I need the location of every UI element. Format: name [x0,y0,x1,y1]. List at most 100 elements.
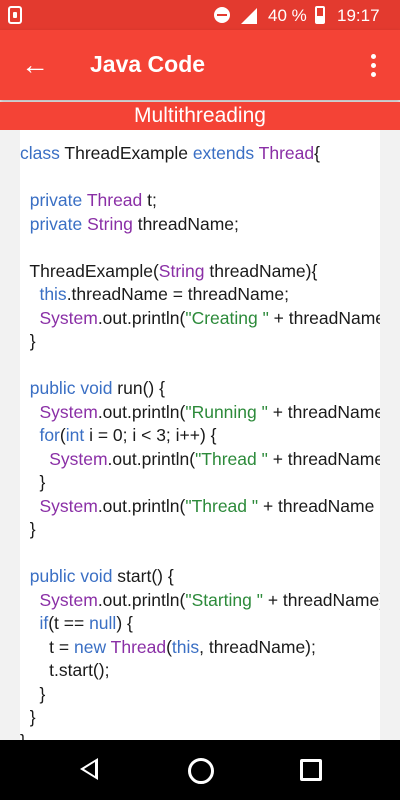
code-token: if [39,613,49,633]
nav-home-icon[interactable] [188,758,214,784]
code-token: Thread [110,636,167,657]
code-line: System.out.println("Thread " + threadNam… [20,495,380,519]
more-vert-icon[interactable] [358,48,388,82]
code-token: "Thread " [195,448,268,469]
code-line: } [20,706,380,730]
code-token: for [39,425,60,445]
code-token: + threadName + " exiting."); [262,495,380,516]
code-token: .out.println( [107,448,196,469]
code-token: ( [59,425,66,445]
code-token: threadName){ [209,260,318,281]
code-token: .out.println( [97,589,186,610]
code-token: this [39,284,67,304]
code-line: private Thread t; [20,189,380,213]
code-token: int [65,425,90,445]
code-line: this.threadName = threadName; [20,283,380,307]
code-token: ) { [116,613,133,633]
code-token [20,425,39,445]
code-token: extends [192,143,259,163]
notification-icon [8,6,22,24]
code-token: "Starting " [185,589,263,610]
code-token: .out.println( [97,401,186,422]
code-token: + threadName); [262,589,380,610]
app-bar: ← Java Code [0,30,400,100]
code-token: Thread [86,190,148,210]
code-token: } [20,683,46,704]
code-token: (t == [48,613,90,633]
code-token: new [73,636,111,657]
nav-back-icon[interactable] [80,758,98,780]
code-viewer[interactable]: class ThreadExample extends Thread{ priv… [20,130,380,740]
code-token: } [20,731,26,741]
code-line: ThreadExample(String threadName){ [20,260,380,284]
code-token [20,590,39,610]
code-line: t = new Thread(this, threadName); [20,636,380,660]
code-token: System [39,401,98,422]
code-token: ThreadExample [64,143,193,163]
status-bar: 40 % 19:17 [0,0,400,30]
do-not-disturb-icon [214,7,230,23]
code-line: } [20,330,380,354]
code-token: private [29,190,87,210]
code-token: } [20,707,36,727]
code-line: for(int i = 0; i < 3; i++) { [20,424,380,448]
code-token: t = [20,636,74,657]
code-token: i = 0; i < 3; i++) { [89,425,217,445]
code-line: t.start(); [20,659,380,683]
code-token [20,308,39,328]
code-line: System.out.println("Thread " + threadNam… [20,448,380,472]
code-token: System [49,448,108,469]
code-token: String [158,260,210,281]
code-token: start() { [117,566,174,586]
page-title: Java Code [90,51,206,77]
code-line [20,236,380,260]
code-line: public void start() { [20,565,380,589]
code-token: private [29,213,88,234]
code-token: class [20,143,65,163]
code-line: System.out.println("Creating " + threadN… [20,307,380,331]
code-token: } [20,472,46,492]
code-token: System [39,589,98,610]
code-token: , threadName); [199,636,316,657]
nav-recents-icon[interactable] [300,759,322,781]
code-line: class ThreadExample extends Thread{ [20,142,380,166]
code-token: .threadName = threadName; [66,284,289,304]
code-token: "Thread " [185,495,259,516]
code-token [20,566,30,586]
code-token: t.start(); [20,660,110,680]
code-line: public void run() { [20,377,380,401]
code-token [20,284,39,304]
code-token [20,214,30,234]
arrow-back-icon[interactable]: ← [21,49,49,80]
code-line: } [20,471,380,495]
battery-icon [315,6,325,24]
navigation-bar [0,740,400,800]
code-token: } [20,331,36,351]
code-token: Thread [258,143,315,163]
code-token: run() { [117,378,165,398]
code-token: "Running " [185,401,268,422]
code-line: } [20,730,380,741]
code-token: { [314,143,320,163]
code-token: ( [166,636,172,657]
clock: 19:17 [337,6,380,25]
code-token [20,190,30,210]
code-token: System [39,307,98,328]
code-line: } [20,683,380,707]
code-token: + threadName); [272,401,380,422]
code-line [20,542,380,566]
code-token: "Creating " [185,307,269,328]
code-token: String [87,213,138,234]
code-token: } [20,519,36,539]
signal-icon [241,8,257,24]
code-line: if(t == null) { [20,612,380,636]
code-token: public void [29,378,118,398]
code-line: } [20,518,380,542]
code-line [20,354,380,378]
code-token: ThreadExample( [20,260,159,281]
code-block: class ThreadExample extends Thread{ priv… [20,130,380,740]
code-token [20,402,39,422]
section-title: Multithreading [0,102,400,130]
code-token: threadName; [137,213,239,234]
code-token: t; [147,190,157,210]
